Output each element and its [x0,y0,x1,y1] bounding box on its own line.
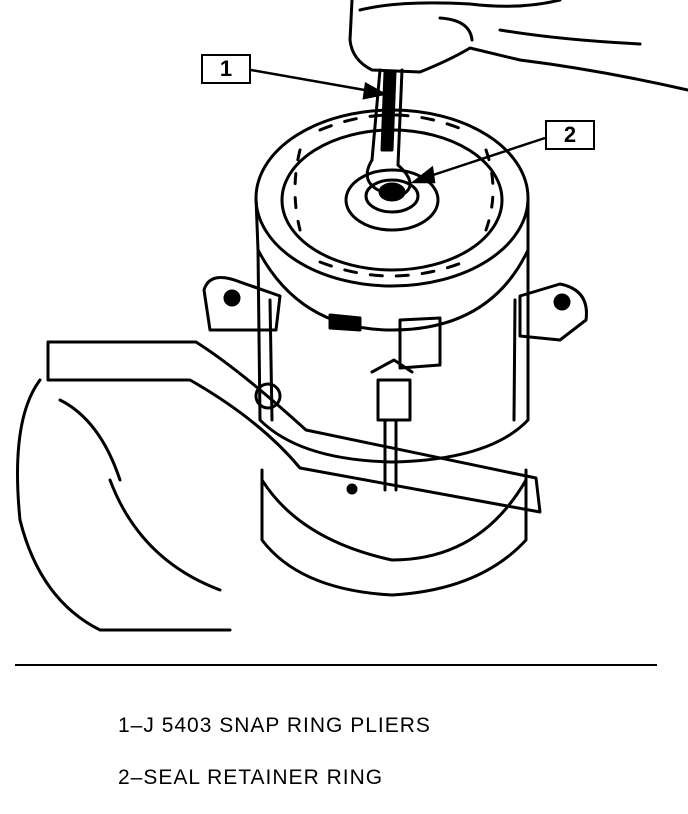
callout-1-number: 1 [219,56,233,81]
leader-lines [250,68,546,184]
callout-2-number: 2 [563,122,577,147]
divider-line [15,664,657,666]
mounting-ears [202,276,588,370]
callout-1-label: 1 [201,54,251,84]
callout-2-label: 2 [545,120,595,150]
hand [348,0,688,92]
legend-item-1: 1–J 5403 SNAP RING PLIERS [118,714,431,737]
clutch-pulley [254,108,530,332]
leader-arrow-1 [362,82,388,100]
legend-item-2: 2–SEAL RETAINER RING [118,766,384,789]
compressor-body [256,248,530,597]
leader-arrow-2 [410,165,436,184]
holding-fixture [16,340,542,632]
